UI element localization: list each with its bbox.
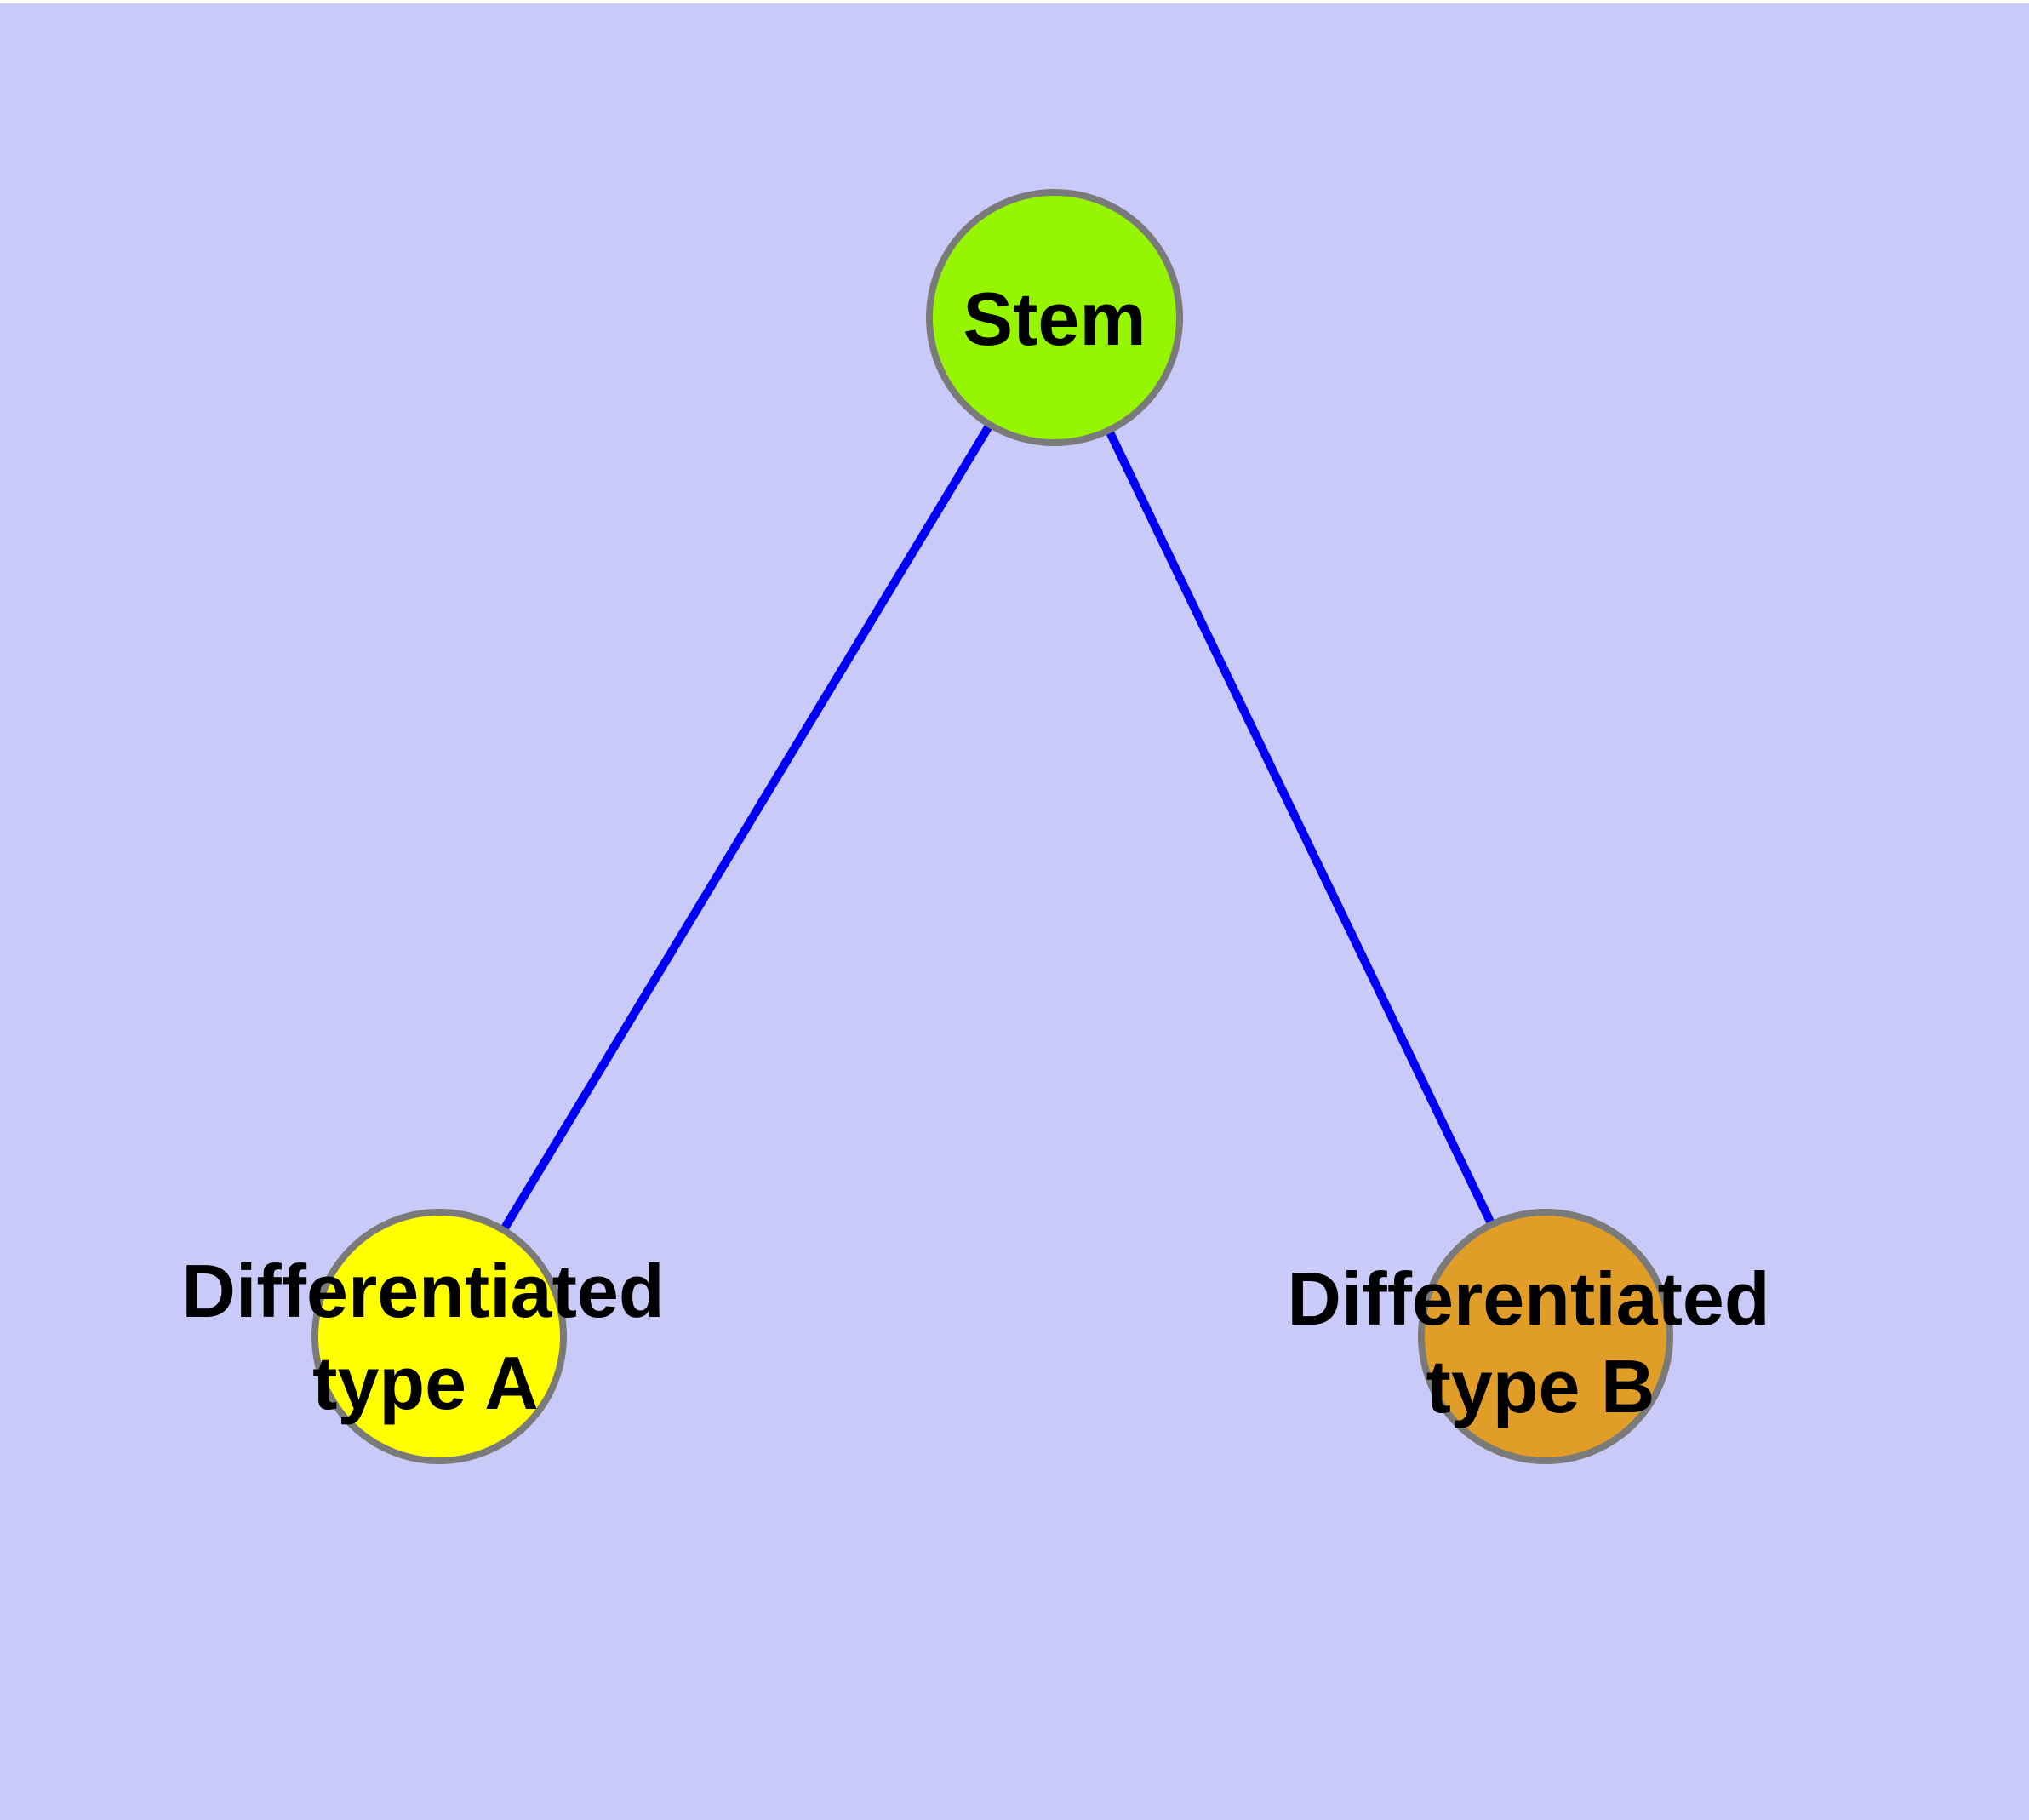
node-differentiated-type-a: Differentiated type A <box>181 1209 665 1464</box>
edge-stem-to-type-a <box>435 315 1059 1339</box>
edges <box>435 315 1550 1339</box>
type-b-node-circle <box>1418 1209 1673 1464</box>
stem-node-label: Stem <box>963 277 1146 361</box>
edge-stem-to-type-b <box>1050 315 1550 1339</box>
type-b-node-label-line1: Differentiated <box>1287 1256 1769 1341</box>
node-differentiated-type-b: Differentiated type B <box>1287 1209 1770 1464</box>
type-a-node-label-line1: Differentiated <box>181 1249 664 1333</box>
type-b-node-label-line2: type B <box>1426 1344 1655 1428</box>
type-a-node-label-line2: type A <box>312 1341 539 1425</box>
stem-node-circle <box>926 189 1183 446</box>
node-stem: Stem <box>926 189 1183 446</box>
type-a-node-circle <box>311 1209 567 1464</box>
